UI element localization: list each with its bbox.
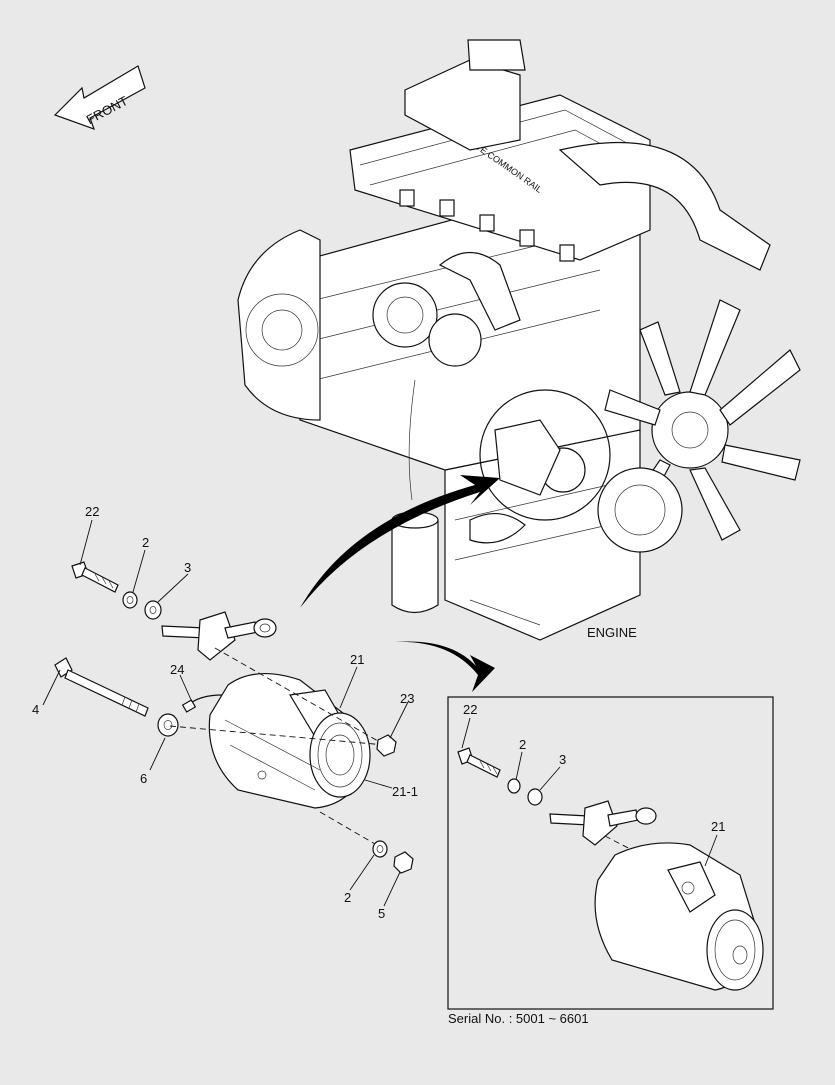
engine-drawing: 24 VALVE COMMON RAIL xyxy=(237,39,801,641)
inset-box: 22 2 3 21 xyxy=(447,696,774,1010)
inset-callout-22: 22 xyxy=(463,702,477,717)
inset-callout-2: 2 xyxy=(519,737,526,752)
callout-5: 5 xyxy=(378,906,385,921)
washer-6 xyxy=(157,713,179,737)
callout-4: 4 xyxy=(32,702,39,717)
nut-5 xyxy=(393,851,414,874)
callouts: 22 2 3 4 24 6 21 23 21-1 2 5 xyxy=(32,504,418,921)
callout-6: 6 xyxy=(140,771,147,786)
axis-line-lower xyxy=(319,811,383,849)
washer-2-lower xyxy=(372,840,388,858)
alternator xyxy=(208,672,371,809)
callout-21-1: 21-1 xyxy=(392,784,418,799)
bolt-22 xyxy=(71,561,119,593)
serial-number: Serial No. : 5001 ~ 6601 xyxy=(448,1011,589,1026)
engine-label: ENGINE xyxy=(587,625,637,640)
pointer-arrow-main xyxy=(300,475,500,608)
callout-2: 2 xyxy=(142,535,149,550)
callout-23: 23 xyxy=(400,691,414,706)
callout-2-lower: 2 xyxy=(344,890,351,905)
nut-23 xyxy=(376,734,397,757)
callout-24: 24 xyxy=(170,662,184,677)
callout-21: 21 xyxy=(350,652,364,667)
inset-callout-21: 21 xyxy=(711,819,725,834)
callout-3: 3 xyxy=(184,560,191,575)
axis-line-link xyxy=(214,647,386,746)
pointer-arrow-inset xyxy=(395,641,495,692)
inset-callout-3: 3 xyxy=(559,752,566,767)
axis-line-upper xyxy=(169,725,386,746)
washer-3 xyxy=(144,600,162,620)
adjusting-link xyxy=(161,611,277,661)
callout-22: 22 xyxy=(85,504,99,519)
front-arrow: FRONT xyxy=(53,65,146,130)
washer-2 xyxy=(122,591,138,609)
bolt-4 xyxy=(54,657,149,717)
